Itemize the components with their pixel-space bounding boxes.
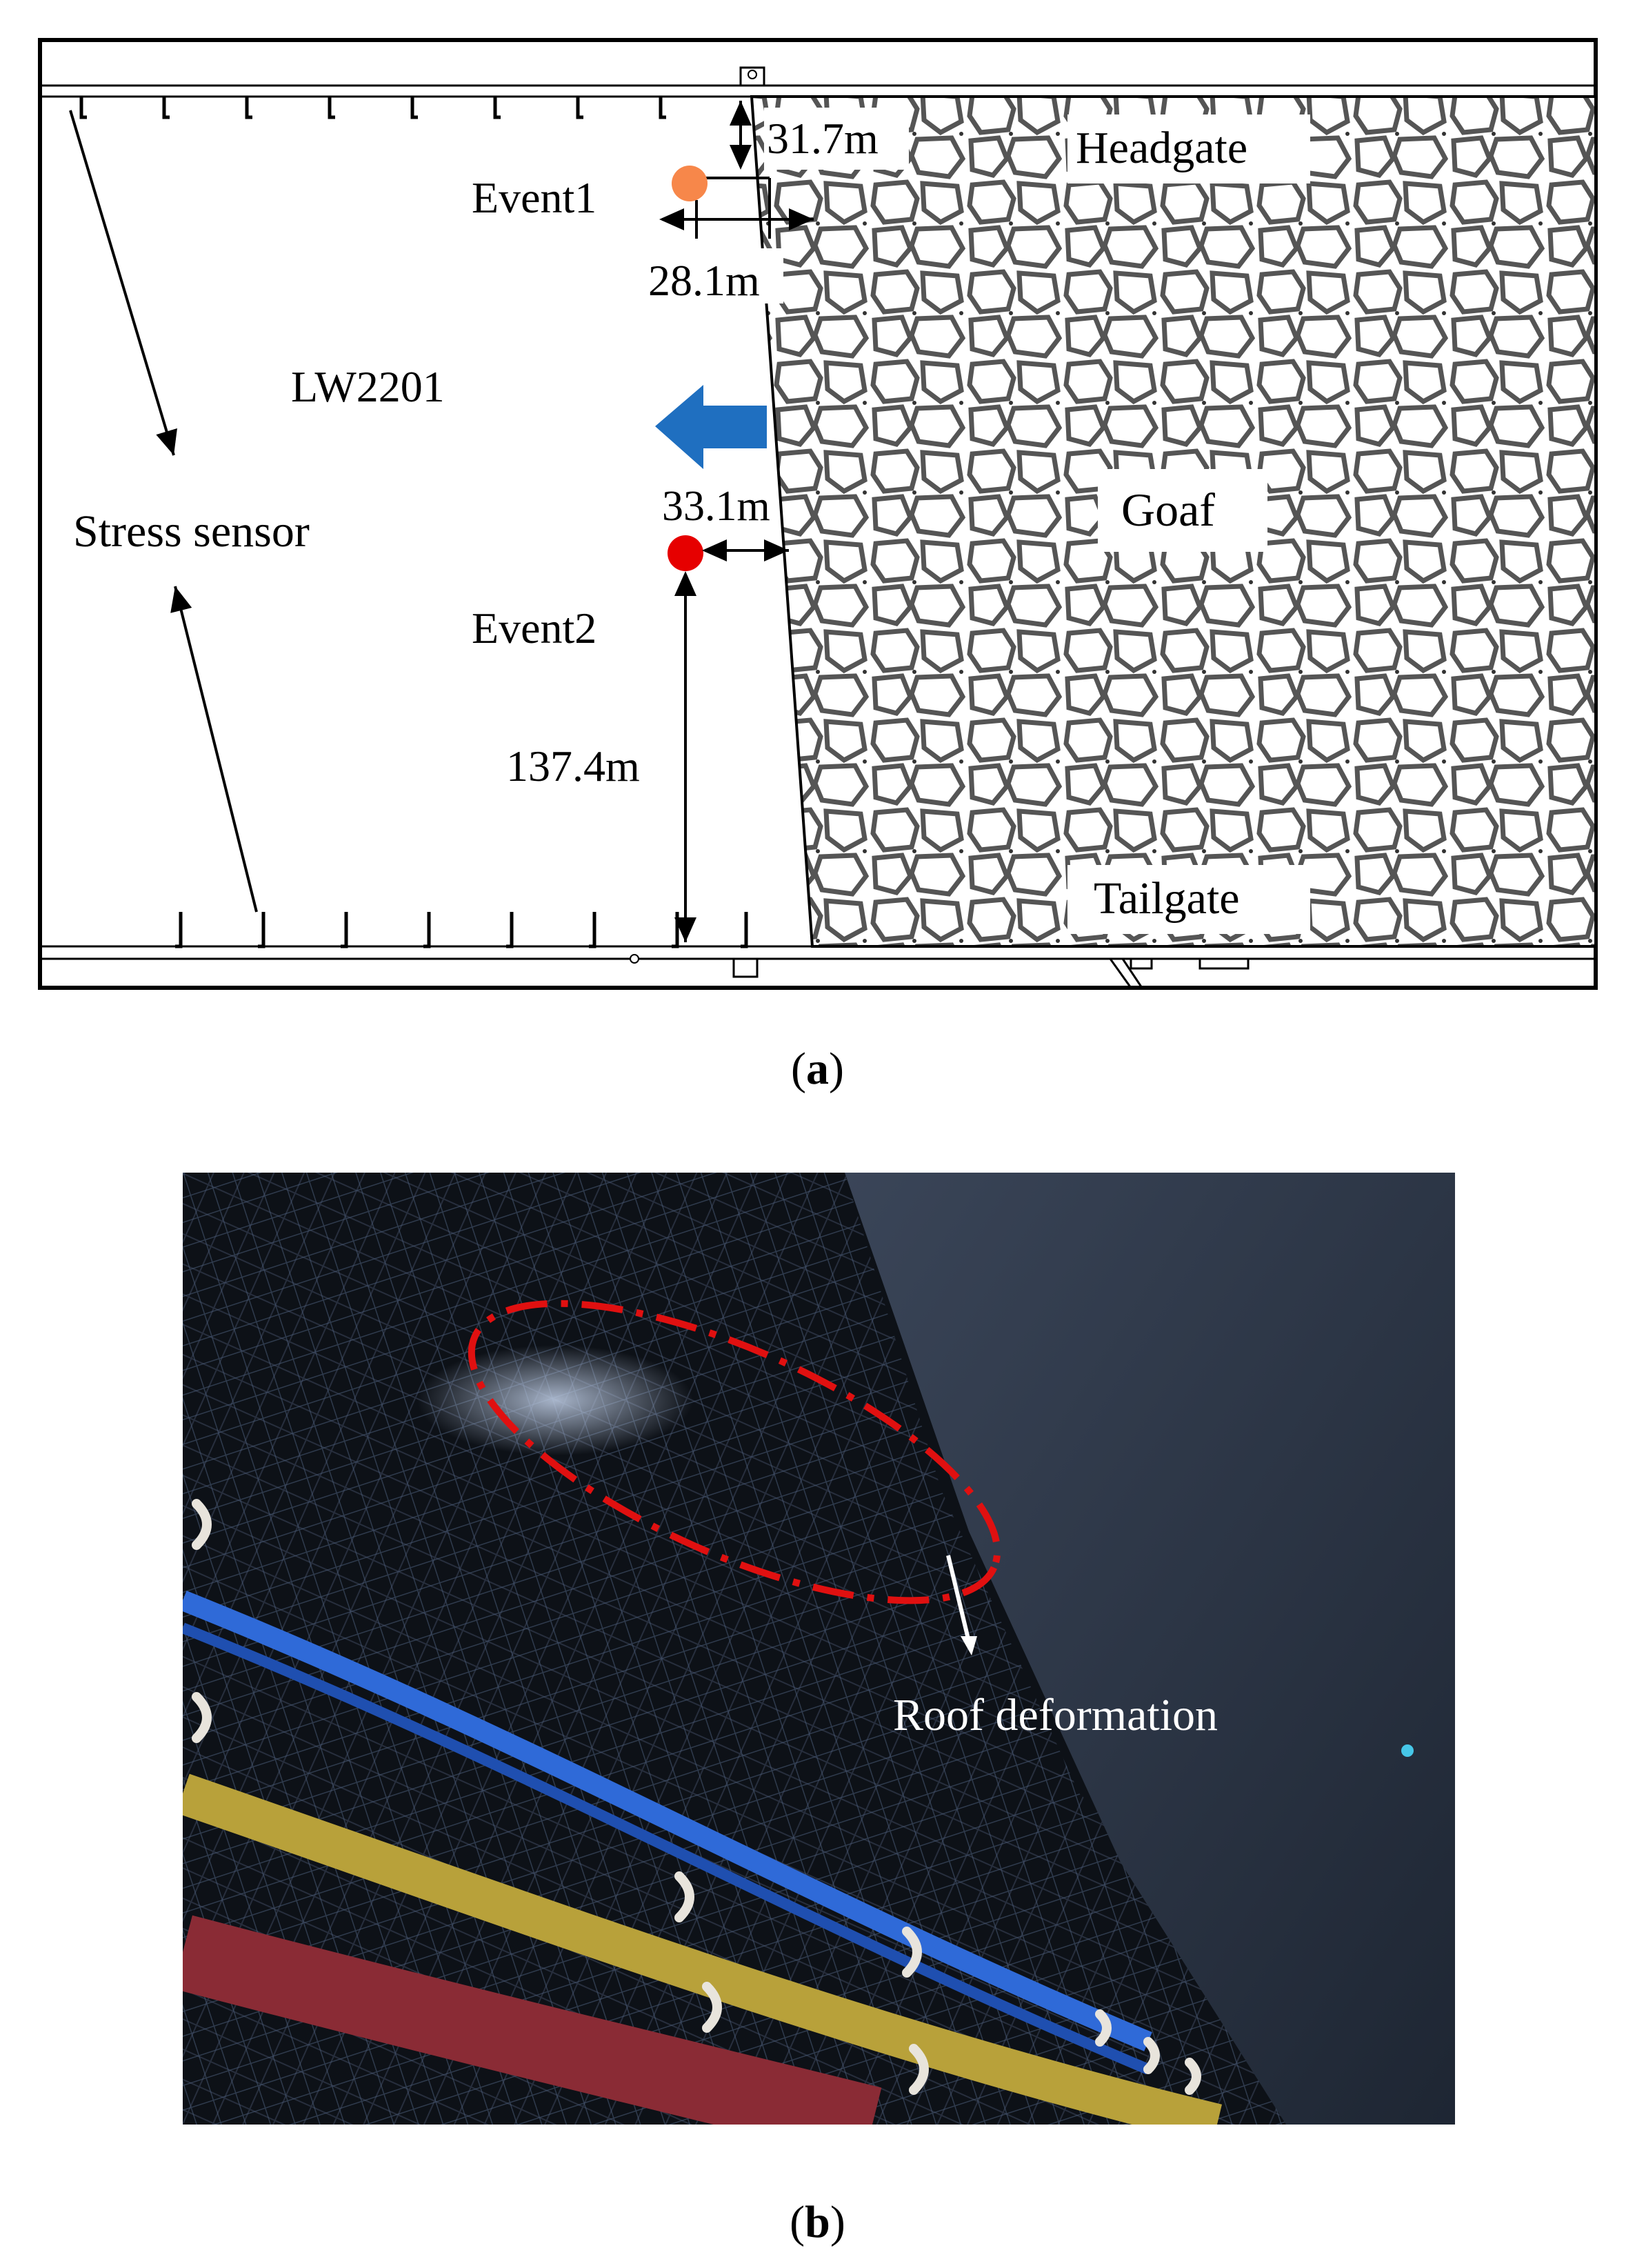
dimension-label-tailgate: 137.4m bbox=[506, 742, 640, 790]
stress-sensor-tick bbox=[672, 912, 679, 948]
caption-b-open: ( bbox=[790, 2197, 805, 2247]
event2-label: Event2 bbox=[472, 604, 596, 653]
goaf-label: Goaf bbox=[1121, 484, 1215, 536]
stress-sensor-tick bbox=[328, 97, 335, 119]
stress-sensor-label: Stress sensor bbox=[73, 506, 310, 557]
stress-sensor-tick bbox=[258, 912, 265, 948]
blue-cables bbox=[183, 1591, 1152, 2051]
caption-b-close: ) bbox=[830, 2197, 845, 2247]
roof-glare bbox=[417, 1345, 693, 1455]
stress-sensors-headgate bbox=[79, 97, 666, 119]
caption-b: (b) bbox=[0, 2196, 1635, 2249]
advance-direction-arrow bbox=[655, 385, 767, 469]
dimension-label-headgate: 31.7m bbox=[767, 114, 879, 163]
red-pipe bbox=[183, 1915, 882, 2125]
roof-photo: Roof deformation bbox=[183, 1173, 1455, 2125]
dimension-label-event2: 33.1m bbox=[662, 483, 770, 530]
lamp-reflection bbox=[1401, 1744, 1414, 1757]
workface-label: LW2201 bbox=[291, 362, 445, 411]
stress-sensor-tick bbox=[410, 97, 418, 119]
event2-marker bbox=[668, 535, 703, 571]
headgate-label: Headgate bbox=[1076, 123, 1247, 173]
pipe-hooks bbox=[192, 1499, 1201, 2095]
event1-marker bbox=[672, 166, 708, 201]
stress-sensor-tick bbox=[175, 912, 183, 948]
stress-sensor-tick bbox=[589, 912, 596, 948]
stress-sensor-arrow-top bbox=[69, 110, 177, 456]
stress-sensor-tick bbox=[506, 912, 514, 948]
stress-sensor-tick bbox=[659, 97, 666, 119]
stress-sensor-arrow-bottom bbox=[170, 586, 258, 913]
stress-sensor-tick bbox=[741, 912, 748, 948]
caption-b-letter: b bbox=[805, 2197, 830, 2247]
yellow-pipe bbox=[183, 1773, 1223, 2125]
roof-deformation-label: Roof deformation bbox=[893, 1690, 1218, 1740]
caption-a-close: ) bbox=[829, 1044, 844, 1094]
plan-diagram-svg: 31.7m Headgate Event1 28.1m LW2201 Goaf … bbox=[38, 38, 1598, 990]
blue-cables-lower bbox=[183, 1622, 1151, 2075]
tailgate-label: Tailgate bbox=[1094, 873, 1240, 924]
dimension-label-event1: 28.1m bbox=[648, 256, 760, 305]
sidewall bbox=[845, 1173, 1455, 2125]
stress-sensor-tick bbox=[493, 97, 501, 119]
stress-sensor-tick bbox=[576, 97, 583, 119]
stress-sensor-tick bbox=[245, 97, 252, 119]
stress-sensor-tick bbox=[341, 912, 348, 948]
caption-a-open: ( bbox=[791, 1044, 806, 1094]
caption-a: (a) bbox=[0, 1043, 1635, 1095]
stress-sensor-tick bbox=[423, 912, 431, 948]
roof-deformation-arrowhead bbox=[961, 1636, 977, 1655]
stress-sensor-tick bbox=[162, 97, 170, 119]
roof-photo-svg: Roof deformation bbox=[183, 1173, 1455, 2125]
event1-label: Event1 bbox=[472, 173, 596, 222]
headgate-roadway bbox=[40, 66, 1596, 98]
panel-a-diagram: 31.7m Headgate Event1 28.1m LW2201 Goaf … bbox=[0, 0, 1635, 1021]
stress-sensors-tailgate bbox=[175, 912, 748, 948]
roof-deformation-arrow bbox=[946, 1555, 971, 1642]
tailgate-roadway bbox=[40, 945, 1596, 988]
caption-a-letter: a bbox=[806, 1044, 829, 1094]
stress-sensor-tick bbox=[79, 97, 87, 119]
